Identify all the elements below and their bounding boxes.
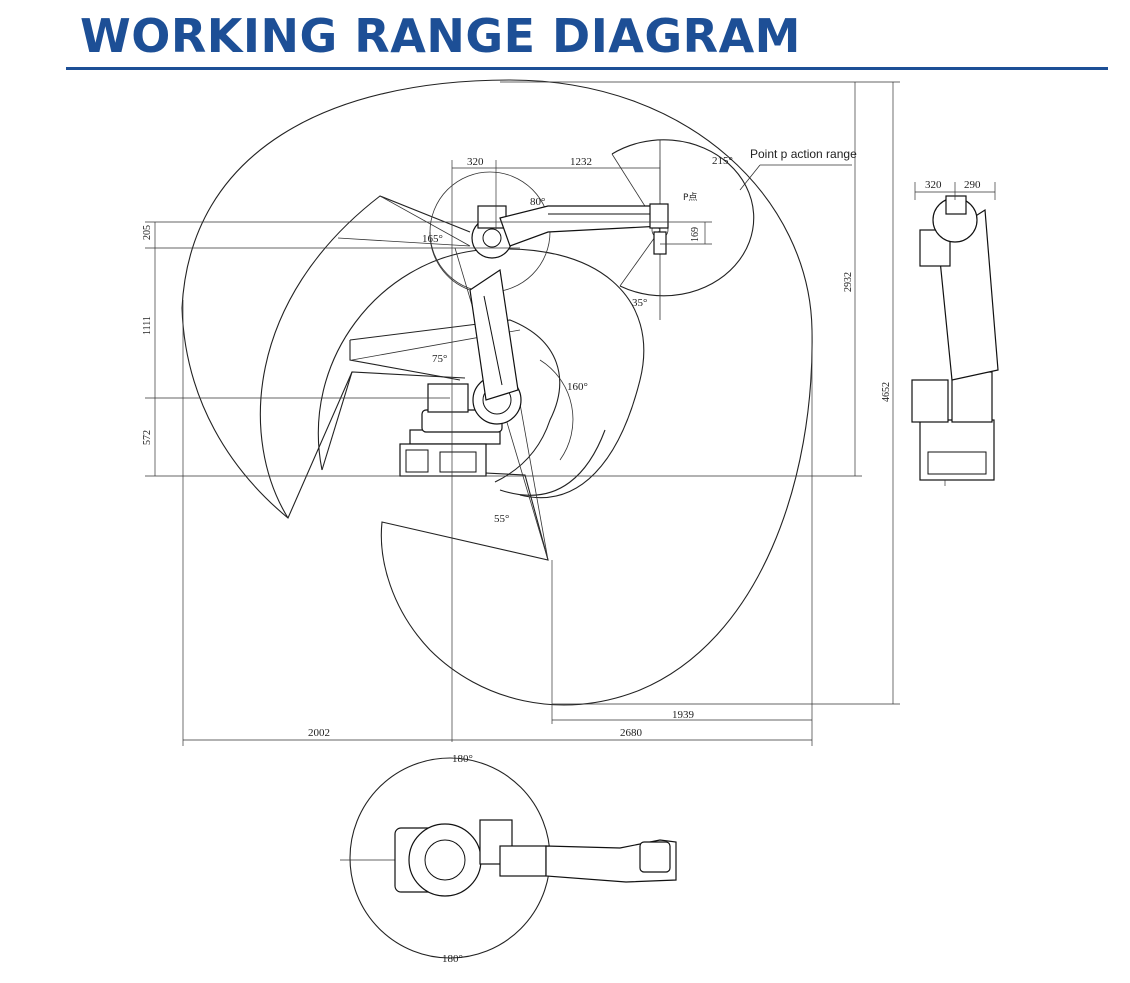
dim-1232: 1232 bbox=[570, 156, 592, 168]
angle-80: 80° bbox=[530, 196, 545, 208]
dim-2932: 2932 bbox=[843, 272, 854, 292]
dim-1939: 1939 bbox=[672, 709, 695, 721]
point-p-label: P点 bbox=[683, 192, 697, 203]
dim-320-rear: 320 bbox=[925, 179, 942, 191]
point-p-action-range-label: Point p action range bbox=[750, 147, 857, 161]
dim-205: 205 bbox=[142, 225, 153, 240]
robot-rear-view bbox=[911, 195, 999, 481]
dim-2680: 2680 bbox=[620, 727, 643, 739]
angle-180-top: 180° bbox=[452, 753, 473, 765]
angle-35: 35° bbox=[632, 297, 647, 309]
dimension-lines bbox=[145, 81, 996, 746]
dim-1111: 1111 bbox=[142, 316, 153, 335]
page-title: WORKING RANGE DIAGRAM bbox=[80, 9, 801, 63]
title-underline bbox=[66, 67, 1108, 70]
angle-180-bottom: 180° bbox=[442, 953, 463, 965]
dim-320-side: 320 bbox=[467, 156, 484, 168]
angle-165: 165° bbox=[422, 233, 443, 245]
dimension-labels: 320 1232 205 1111 572 169 2932 4652 1939… bbox=[142, 156, 981, 739]
angle-160: 160° bbox=[567, 381, 588, 393]
robot-top-view bbox=[340, 757, 677, 959]
dim-4652: 4652 bbox=[881, 382, 892, 402]
angle-labels: 80° 165° 215° 35° 75° 160° 55° 180° 180° bbox=[422, 155, 733, 965]
dim-572: 572 bbox=[142, 430, 153, 445]
dim-169: 169 bbox=[690, 227, 701, 242]
angle-55: 55° bbox=[494, 513, 509, 525]
angle-75: 75° bbox=[432, 353, 447, 365]
dim-290-rear: 290 bbox=[964, 179, 981, 191]
dim-2002: 2002 bbox=[308, 727, 330, 739]
angle-215: 215° bbox=[712, 155, 733, 167]
